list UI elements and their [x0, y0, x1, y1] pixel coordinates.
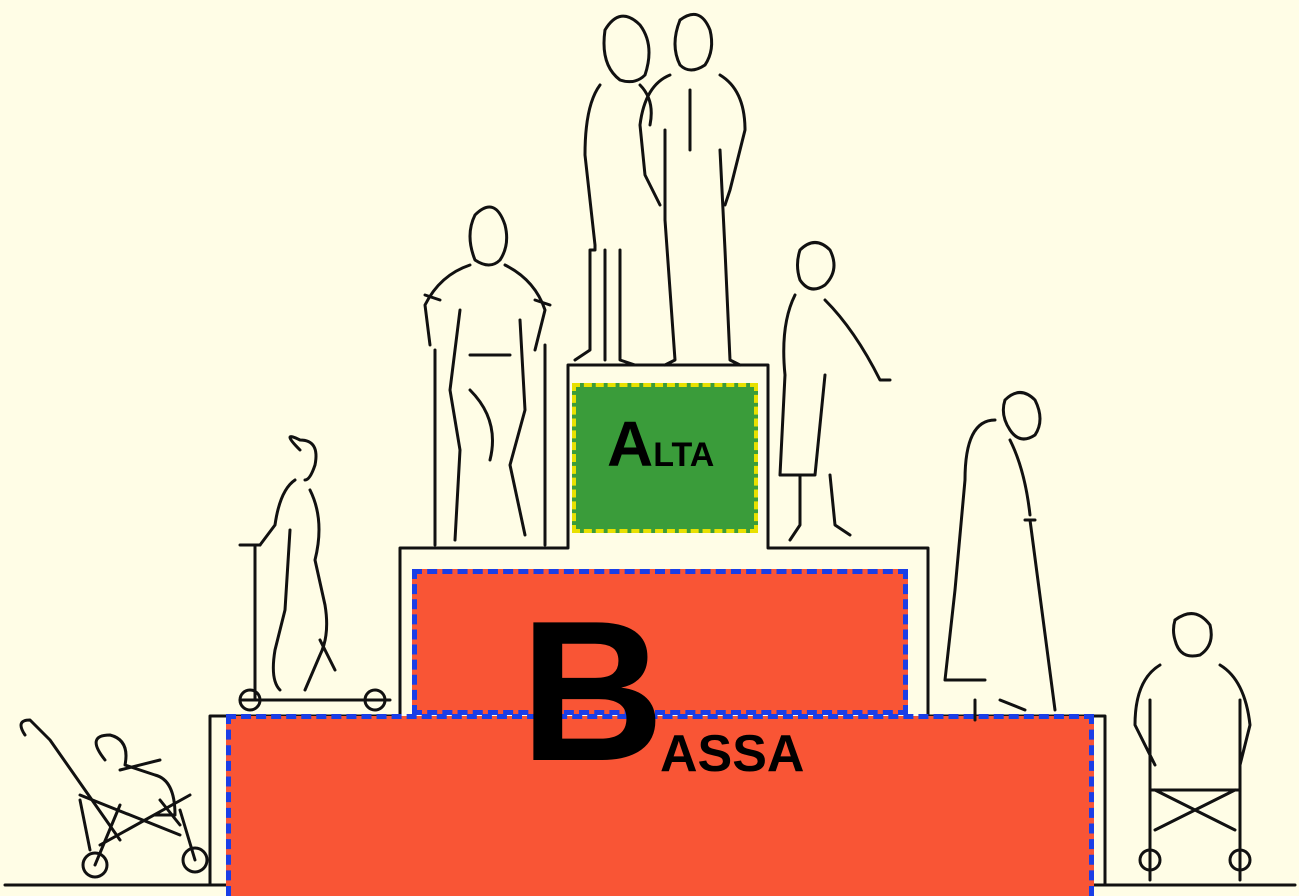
couple-figure: [573, 12, 747, 367]
bassa-zone-upper-border: [412, 569, 908, 715]
bassa-initial: B: [520, 580, 665, 803]
alta-label: ALTA: [607, 412, 714, 476]
walking-woman-figure: [778, 241, 892, 542]
bassa-rest: ASSA: [660, 725, 805, 783]
bassa-lower-fill: [226, 716, 1094, 896]
alta-fill: [572, 383, 758, 533]
wheelchair-user-figure: [1133, 612, 1252, 882]
child-on-scooter-figure: [238, 435, 392, 712]
alta-initial: A: [607, 408, 654, 480]
elderly-person-with-cane-figure: [943, 391, 1057, 722]
bassa-upper-fill: [412, 569, 908, 715]
alta-zone-border: [572, 383, 758, 533]
stroller-figure: [19, 718, 209, 879]
alta-rest: LTA: [653, 436, 715, 474]
bassa-zone-lower-border: [226, 714, 1094, 896]
person-on-crutches-figure: [423, 205, 552, 547]
